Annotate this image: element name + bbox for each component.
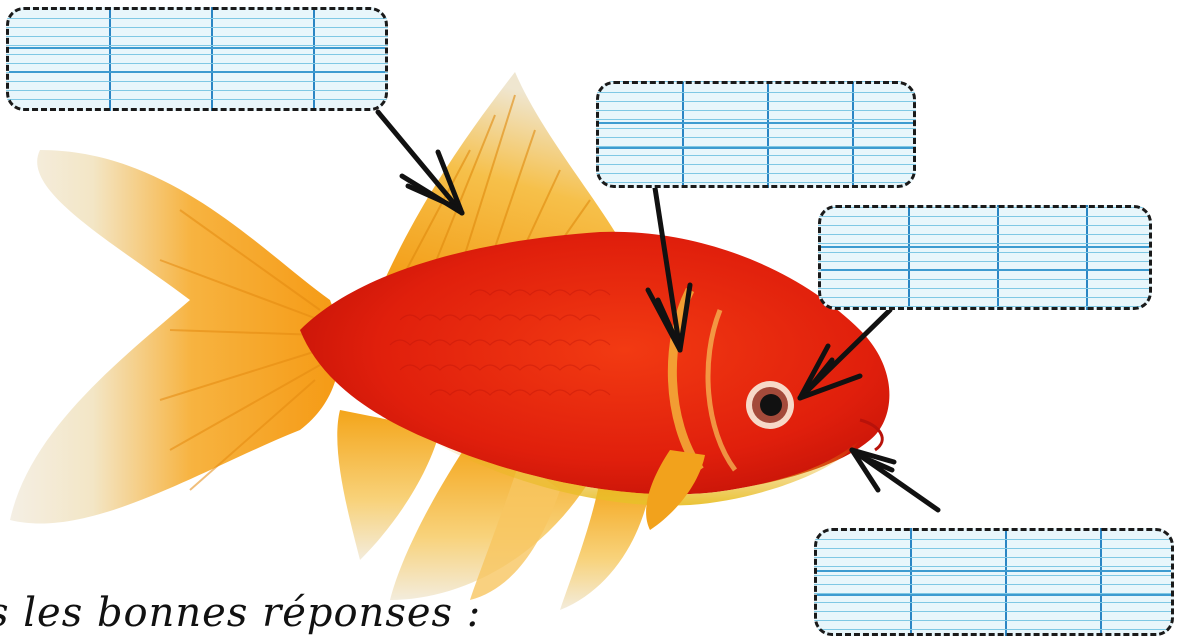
- fish-eye: [746, 381, 794, 429]
- ruling-line: [599, 122, 913, 124]
- answer-box-mouth[interactable]: [814, 528, 1174, 636]
- arrow-icon: [797, 307, 893, 401]
- answer-box-eye[interactable]: [818, 205, 1152, 310]
- ruling-line: [817, 594, 1171, 596]
- instruction-text: s les bonnes réponses :: [0, 590, 482, 636]
- fish-mouth: [859, 418, 884, 452]
- answer-box-dorsal-fin[interactable]: [6, 7, 388, 111]
- ruling-line: [821, 269, 1149, 271]
- ruling-line: [9, 47, 385, 49]
- arrow-icon: [375, 109, 465, 216]
- ruling-line: [599, 147, 913, 149]
- answer-box-body[interactable]: [596, 81, 916, 188]
- ruling-line: [817, 570, 1171, 572]
- arrow-icon: [645, 185, 693, 353]
- ruling-line: [9, 71, 385, 73]
- ruling-line: [821, 246, 1149, 248]
- tail-fin: [10, 150, 340, 524]
- arrow-icon: [849, 447, 941, 513]
- fish-body: [300, 231, 890, 530]
